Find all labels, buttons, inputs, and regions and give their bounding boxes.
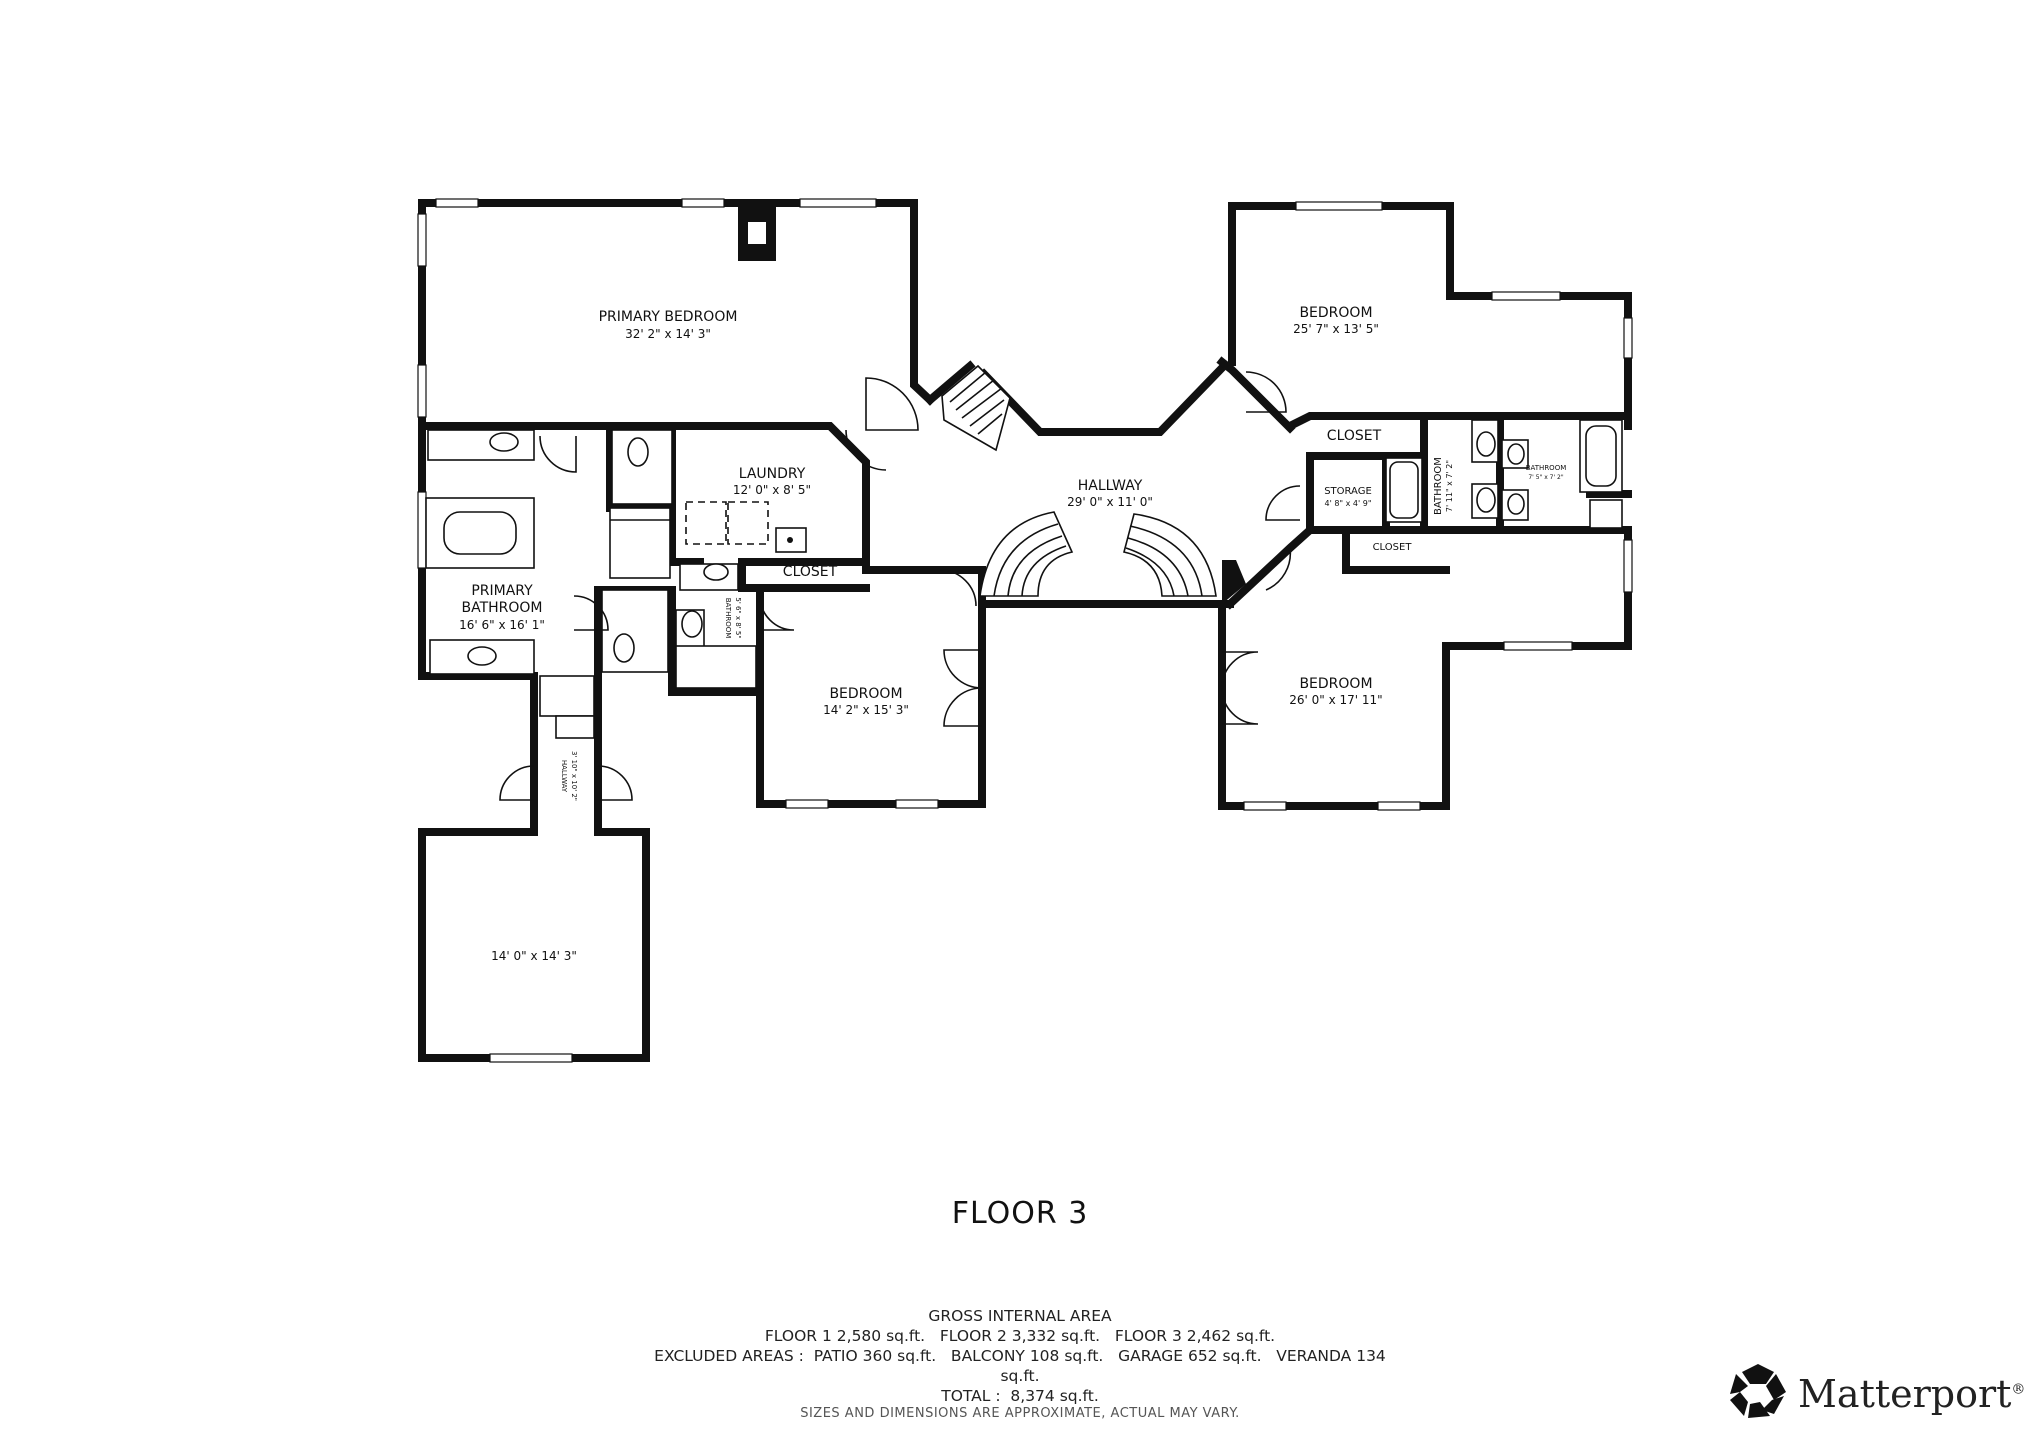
windows: [417, 198, 1633, 1063]
hallway-main-dims: 29' 0" x 11' 0": [1067, 495, 1153, 509]
bathroom-small-dims: 5' 6" x 8' 5": [734, 597, 742, 638]
bathroom-mid-label: BATHROOM: [1433, 457, 1444, 515]
hallway-main-label: HALLWAY: [1078, 478, 1143, 494]
bedroom-se-label: BEDROOM: [1299, 676, 1372, 692]
closet-b-label: CLOSET: [1327, 428, 1382, 444]
bedroom-ne-label: BEDROOM: [1299, 305, 1372, 321]
bathroom-small-label: BATHROOM: [724, 598, 732, 639]
primary-bathroom-label-2: BATHROOM: [461, 600, 542, 616]
disclaimer: SIZES AND DIMENSIONS ARE APPROXIMATE, AC…: [800, 1406, 1240, 1421]
primary-bathroom-label-1: PRIMARY: [471, 583, 533, 599]
stairs-icon: [941, 364, 1217, 597]
matterport-logo-icon: [1730, 1364, 1786, 1418]
bathroom-e-label: BATHROOM: [1526, 464, 1567, 472]
primary-bathroom-dims: 16' 6" x 16' 1": [459, 618, 545, 632]
primary-bedroom-dims: 32' 2" x 14' 3": [625, 327, 711, 341]
brand-name: Matterport: [1798, 1372, 2012, 1416]
lower-room-dims: 14' 0" x 14' 3": [491, 949, 577, 963]
laundry-dims: 12' 0" x 8' 5": [733, 483, 811, 497]
area-summary: GROSS INTERNAL AREA FLOOR 1 2,580 sq.ft.…: [560, 1306, 1480, 1406]
matterport-brand: Matterport®: [1724, 1360, 2026, 1424]
fixtures: [425, 364, 1623, 689]
bedroom-center-dims: 14' 2" x 15' 3": [823, 703, 909, 717]
bathroom-mid-dims: 7' 11" x 7' 2": [1445, 460, 1454, 512]
brand-registered-mark: ®: [2011, 1381, 2026, 1398]
storage-label: STORAGE: [1324, 486, 1372, 497]
floors-area-line: FLOOR 1 2,580 sq.ft. FLOOR 2 3,332 sq.ft…: [764, 1327, 1276, 1345]
room-labels: PRIMARY BEDROOM 32' 2" x 14' 3" LAUNDRY …: [459, 305, 1566, 963]
bedroom-center-label: BEDROOM: [829, 686, 902, 702]
storage-dims: 4' 8" x 4' 9": [1324, 499, 1371, 508]
bedroom-ne-dims: 25' 7" x 13' 5": [1293, 322, 1379, 336]
excluded-areas-wrap: sq.ft.: [1000, 1367, 1040, 1385]
doors: [499, 371, 1301, 801]
closet-a-label: CLOSET: [783, 564, 838, 580]
closet-c-label: CLOSET: [1373, 542, 1413, 553]
wall-corner: [1222, 560, 1246, 604]
fireplace-icon: [738, 205, 776, 261]
excluded-areas-line: EXCLUDED AREAS : PATIO 360 sq.ft. BALCON…: [654, 1347, 1386, 1365]
floor-title: FLOOR 3: [951, 1196, 1089, 1231]
total-area-line: TOTAL : 8,374 sq.ft.: [941, 1387, 1099, 1405]
bedroom-se-dims: 26' 0" x 17' 11": [1289, 693, 1382, 707]
bathroom-e-dims: 7' 5" x 7' 2": [1528, 474, 1564, 481]
hallway-small-label: HALLWAY: [560, 760, 568, 793]
laundry-label: LAUNDRY: [739, 466, 806, 482]
primary-bedroom-label: PRIMARY BEDROOM: [599, 309, 738, 325]
hallway-small-dims: 3' 10" x 10' 2": [570, 751, 578, 801]
gross-area-title: GROSS INTERNAL AREA: [928, 1307, 1112, 1325]
